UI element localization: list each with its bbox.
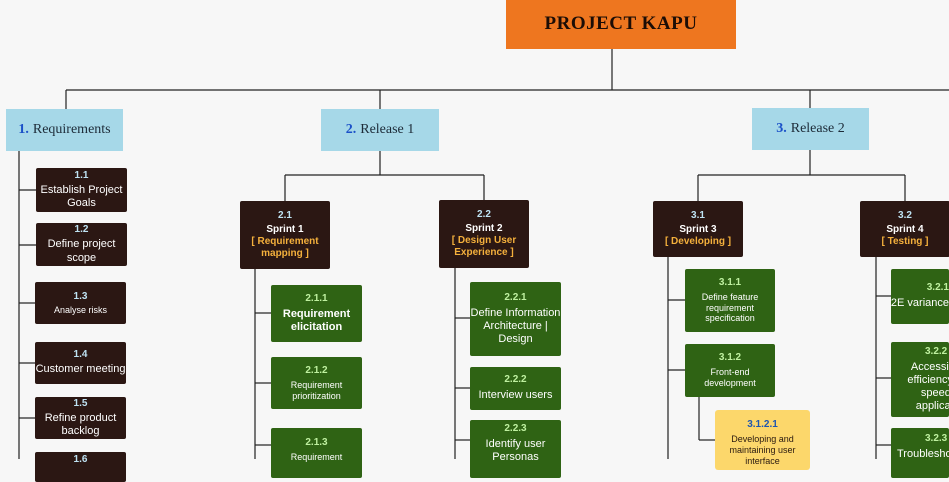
task-number: 2.1.1 [305, 292, 328, 304]
task-number: 3.2.2 [925, 345, 948, 357]
task-number: 3.1.2 [718, 352, 742, 364]
sprint-number: 3.1 [691, 210, 705, 221]
sprint-title: Sprint 4 [886, 224, 924, 235]
item-label: Refine product backlog [44, 411, 117, 437]
task-label: Front-end development [704, 367, 756, 388]
task-label: Troubleshooting [897, 448, 949, 460]
task-label: Developing and maintaining user interfac… [729, 434, 796, 466]
task-number: 2.1.2 [305, 364, 328, 376]
item-number: 1.4 [73, 349, 88, 361]
task-label: Identify user Personas [485, 438, 546, 464]
sprint-3[interactable]: 3.1 Sprint 3 [ Developing ] [653, 201, 743, 257]
task-3-1-1[interactable]: 3.1.1 Define feature requirement specifi… [685, 269, 775, 332]
requirement-1-6[interactable]: 1.6 [35, 452, 126, 482]
phase-label: Release 1 [360, 121, 415, 137]
sprint-number: 3.2 [898, 210, 912, 221]
phase-number: 1. [18, 121, 29, 137]
item-number: 1.3 [73, 290, 88, 302]
requirement-1-4[interactable]: 1.4 Customer meeting [35, 342, 126, 384]
sprint-title: Sprint 2 [465, 223, 503, 234]
task-2-1-3[interactable]: 2.1.3 Requirement [271, 428, 362, 478]
phase-requirements[interactable]: 1. Requirements [6, 109, 123, 151]
sprint-subtitle: [ Testing ] [881, 236, 929, 247]
task-2-1-1[interactable]: 2.1.1 Requirement elicitation [271, 285, 362, 342]
connector-lines [18, 49, 949, 459]
root-node[interactable]: PROJECT KAPU [506, 0, 736, 49]
item-number: 1.6 [73, 454, 88, 465]
task-label: Define feature requirement specification [701, 291, 759, 324]
requirement-1-5[interactable]: 1.5 Refine product backlog [35, 397, 126, 439]
sprint-4[interactable]: 3.2 Sprint 4 [ Testing ] [860, 201, 949, 257]
task-number: 2.2.3 [504, 423, 527, 434]
item-label: Establish Project Goals [40, 183, 123, 209]
task-number: 3.1.2.1 [747, 419, 778, 430]
sprint-1[interactable]: 2.1 Sprint 1 [ Requirement mapping ] [240, 201, 330, 269]
item-label: Customer meeting [35, 363, 126, 376]
phase-number: 3. [776, 120, 787, 136]
task-label: Define Information Architecture | Design [470, 306, 561, 346]
task-number: 2.1.3 [305, 437, 328, 448]
task-3-1-2[interactable]: 3.1.2 Front-end development [685, 344, 775, 397]
task-2-2-3[interactable]: 2.2.3 Identify user Personas [470, 420, 561, 478]
task-number: 3.2.3 [925, 433, 948, 444]
task-2-2-1[interactable]: 2.2.1 Define Information Architecture | … [470, 282, 561, 356]
task-number: 3.2.1 [926, 282, 949, 294]
requirement-1-3[interactable]: 1.3 Analyse risks [35, 282, 126, 324]
sprint-subtitle: [ Developing ] [664, 236, 732, 247]
task-label: Requirement prioritization [290, 379, 343, 401]
sprint-subtitle: [ Design User Experience ] [451, 235, 517, 258]
phase-number: 2. [345, 121, 357, 137]
phase-release-1[interactable]: 2. Release 1 [321, 109, 439, 151]
root-title: PROJECT KAPU [544, 13, 698, 35]
sprint-2[interactable]: 2.2 Sprint 2 [ Design User Experience ] [439, 200, 529, 268]
sprint-title: Sprint 3 [679, 224, 717, 235]
item-label: Analyse risks [53, 304, 107, 315]
task-label: Requirement [290, 452, 343, 462]
task-number: 2.2.2 [504, 374, 527, 386]
task-2-1-2[interactable]: 2.1.2 Requirement prioritization [271, 357, 362, 409]
task-label: Accessibility, efficiency, and speed of … [907, 360, 949, 413]
task-2-2-2[interactable]: 2.2.2 Interview users [470, 367, 561, 410]
sprint-title: Sprint 1 [266, 224, 304, 235]
task-3-2-1[interactable]: 3.2.1 E2E variance [891, 269, 949, 324]
item-number: 1.5 [73, 397, 88, 409]
sprint-number: 2.1 [278, 210, 292, 221]
subtask-3-1-2-1[interactable]: 3.1.2.1 Developing and maintaining user … [715, 410, 810, 470]
sprint-subtitle: [ Requirement mapping ] [251, 236, 319, 259]
item-label: Define project scope [47, 238, 116, 264]
requirement-1-2[interactable]: 1.2 Define project scope [36, 223, 127, 266]
task-label: E2E variance [891, 297, 949, 310]
sprint-number: 2.2 [477, 209, 491, 220]
task-3-2-2[interactable]: 3.2.2 Accessibility, efficiency, and spe… [891, 342, 949, 417]
task-label: Requirement elicitation [282, 307, 351, 333]
task-3-2-3[interactable]: 3.2.3 Troubleshooting [891, 428, 949, 478]
phase-label: Release 2 [790, 120, 845, 136]
requirement-1-1[interactable]: 1.1 Establish Project Goals [36, 168, 127, 212]
phase-label: Requirements [32, 121, 111, 137]
task-number: 3.1.1 [718, 276, 742, 288]
task-number: 2.2.1 [504, 291, 527, 303]
item-number: 1.1 [74, 169, 89, 181]
task-label: Interview users [478, 389, 553, 402]
item-number: 1.2 [74, 224, 89, 236]
phase-release-2[interactable]: 3. Release 2 [752, 108, 869, 150]
